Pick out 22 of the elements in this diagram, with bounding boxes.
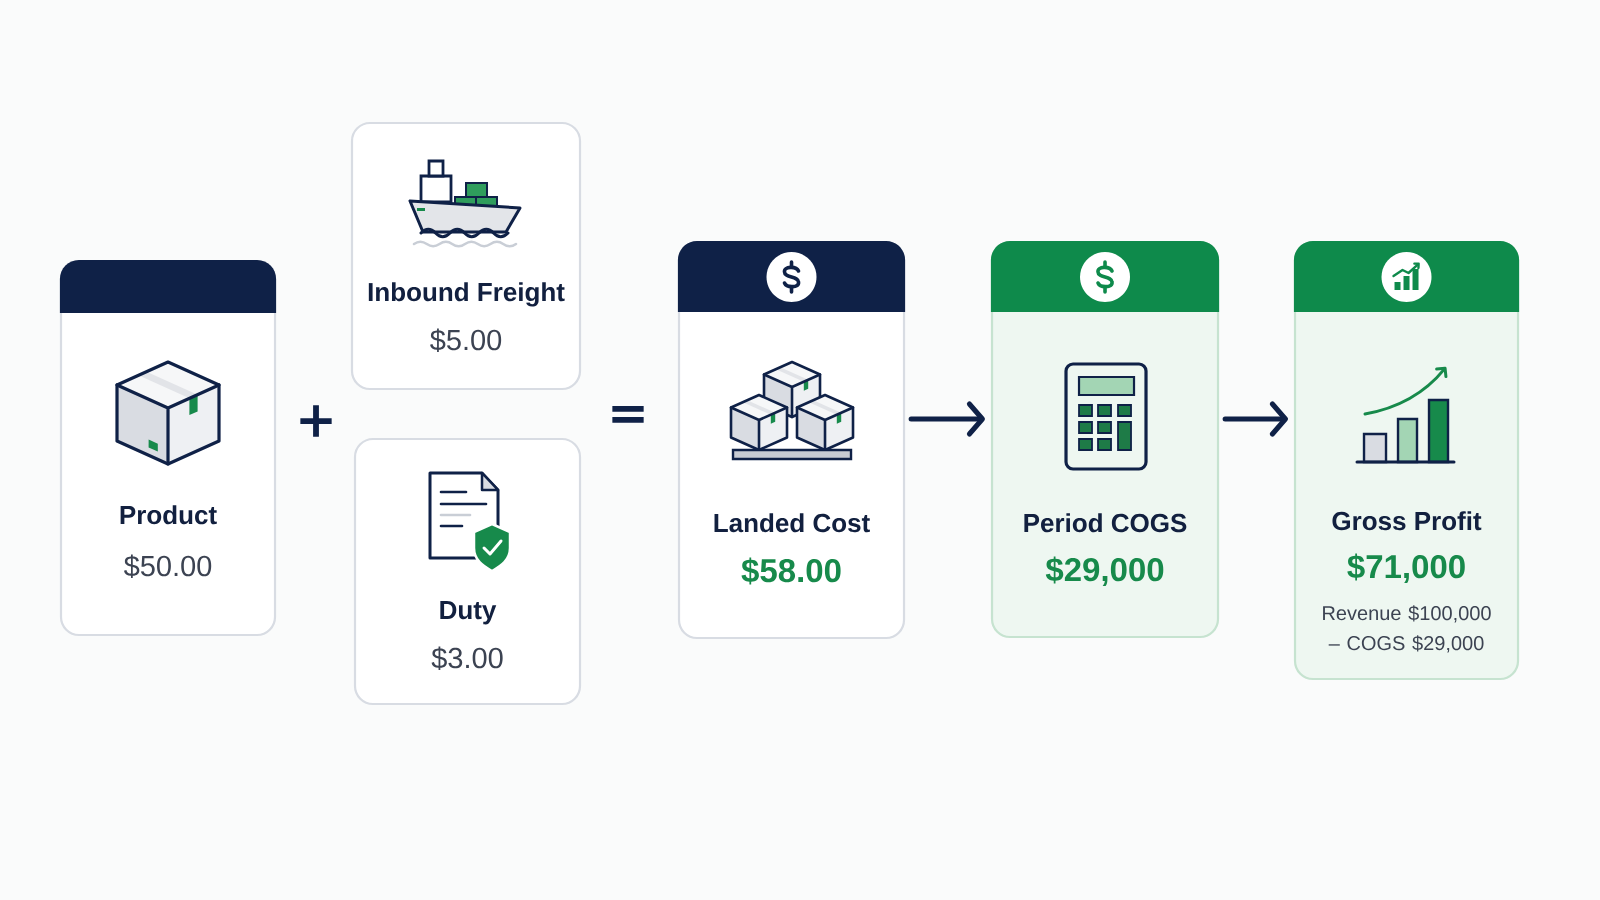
cost-card — [353, 437, 582, 706]
cost-card — [990, 240, 1220, 639]
heading: Product — [120, 505, 217, 525]
heading: Period COGS — [1024, 513, 1187, 533]
heading: Gross Profit — [1332, 511, 1482, 531]
plus-sign: + — [300, 405, 332, 437]
cost-card — [1293, 240, 1520, 681]
amount: $50.00 — [123, 554, 212, 578]
cost-card — [59, 259, 277, 637]
heading: Inbound Freight — [368, 282, 565, 307]
formula-note: Revenue $100,000 – COGS $29,000 — [1323, 605, 1491, 653]
amount: $29,000 — [1045, 556, 1164, 587]
heading: Landed Cost — [714, 513, 870, 533]
amount: $71,000 — [1347, 553, 1465, 584]
heading: Duty — [440, 601, 497, 625]
amount: $58.00 — [741, 557, 841, 585]
amount: $3.00 — [431, 646, 503, 670]
cost-card — [677, 240, 906, 640]
cost-card — [350, 121, 582, 391]
arrow — [908, 401, 985, 437]
amount: $5.00 — [430, 328, 502, 352]
equals-sign: = — [612, 405, 644, 423]
